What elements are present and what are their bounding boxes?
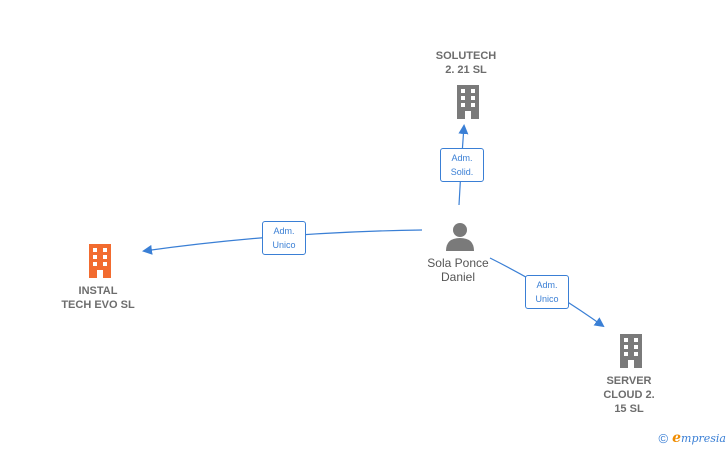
node-label-person: Sola Ponce Daniel (427, 256, 489, 284)
building-icon[interactable] (617, 334, 645, 368)
node-label-solutech: SOLUTECH 2. 21 SL (435, 50, 497, 76)
person-icon[interactable] (445, 221, 475, 251)
edge-label-adm-unico-instal: Adm. Unico (262, 221, 306, 255)
edge-label-adm-solid: Adm. Solid. (440, 148, 484, 182)
node-label-instal: INSTAL TECH EVO SL (61, 285, 135, 311)
edge-label-adm-unico-server: Adm. Unico (525, 275, 569, 309)
node-label-server: SERVER CLOUD 2. 15 SL (603, 375, 655, 415)
footer-brand: © empresia (659, 430, 726, 446)
building-icon-focus[interactable] (86, 244, 114, 278)
brand-logo[interactable]: empresia (672, 430, 726, 446)
copyright-symbol: © (658, 430, 669, 446)
building-icon[interactable] (454, 85, 482, 119)
